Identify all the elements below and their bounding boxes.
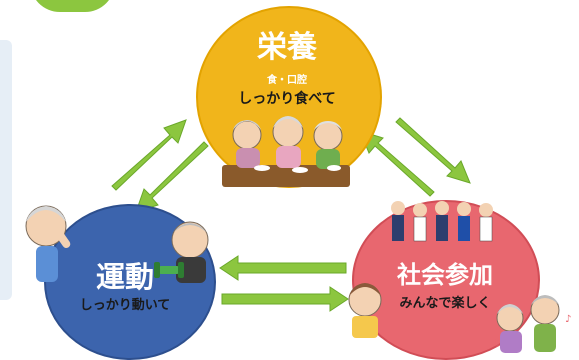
nutrition-caption: しっかり食べて [238, 91, 336, 107]
svg-text:♪: ♪ [565, 314, 571, 325]
left-border-bar [0, 40, 12, 300]
nutrition-title: 栄養 [257, 30, 317, 65]
nutrition-subtitle: 食・口腔 [267, 75, 307, 86]
exercise-caption: しっかり動いて [79, 298, 171, 313]
exercise-title: 運動 [95, 260, 154, 294]
social-caption: みんなで楽しく [399, 296, 491, 311]
arrow-nutrition-to-social [395, 117, 471, 184]
arrow-exercise-to-nutrition [111, 119, 187, 191]
arrow-nutrition-to-exercise [135, 141, 209, 213]
social-title: 社会参加 [397, 261, 493, 289]
svg-text:♫: ♫ [492, 339, 500, 349]
arrow-social-to-exercise [219, 255, 347, 281]
arrow-exercise-to-social [221, 286, 349, 312]
corner-tab [30, 0, 115, 12]
